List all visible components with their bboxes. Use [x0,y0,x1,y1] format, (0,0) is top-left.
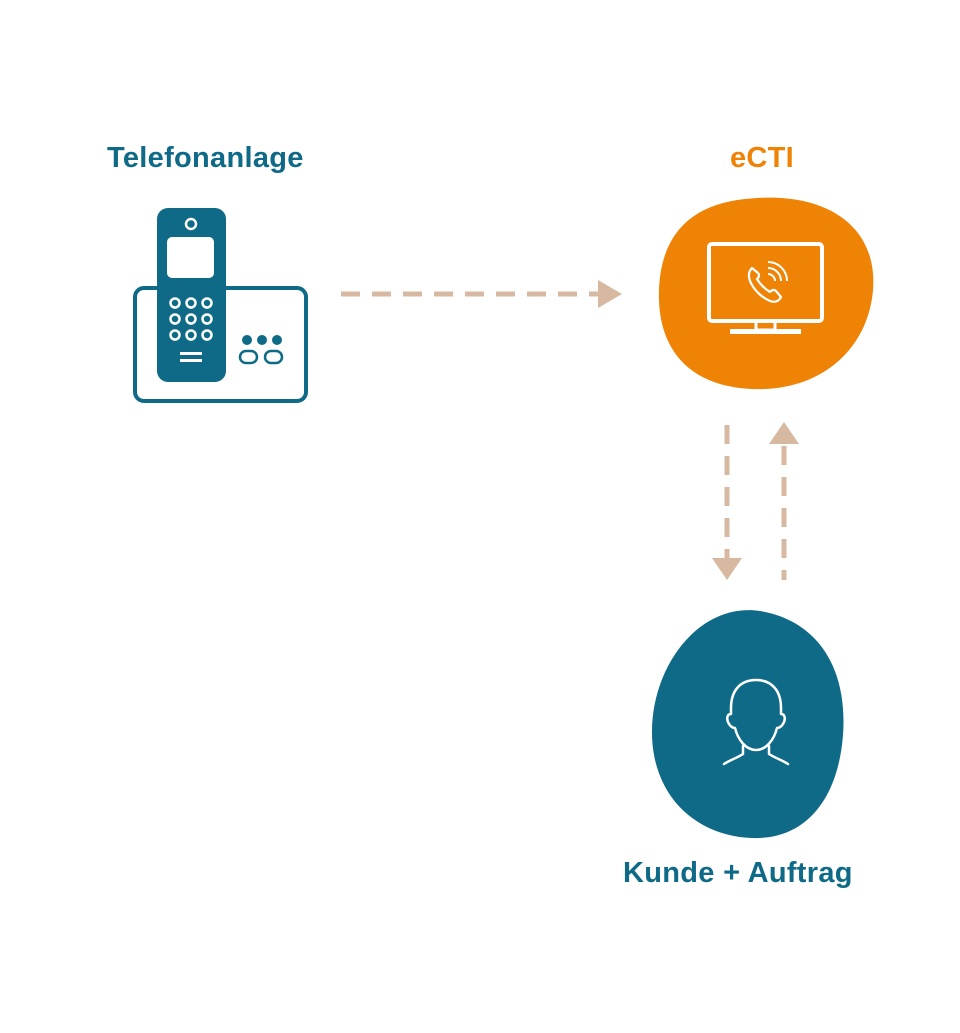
arrow-ecti-to-kunde [712,425,742,580]
node-label-ecti: eCTI [730,142,795,174]
ecti-blob [658,197,874,390]
arrow-kunde-to-ecti [769,422,799,580]
monitor-phone-icon [707,242,824,334]
person-head-icon [722,678,790,766]
desk-phone-icon [133,208,308,403]
kunde-blob [652,610,844,839]
arrow-telefon-to-ecti [341,280,622,308]
node-label-kunde: Kunde + Auftrag [623,857,853,889]
node-label-telefonanlage: Telefonanlage [107,142,304,174]
